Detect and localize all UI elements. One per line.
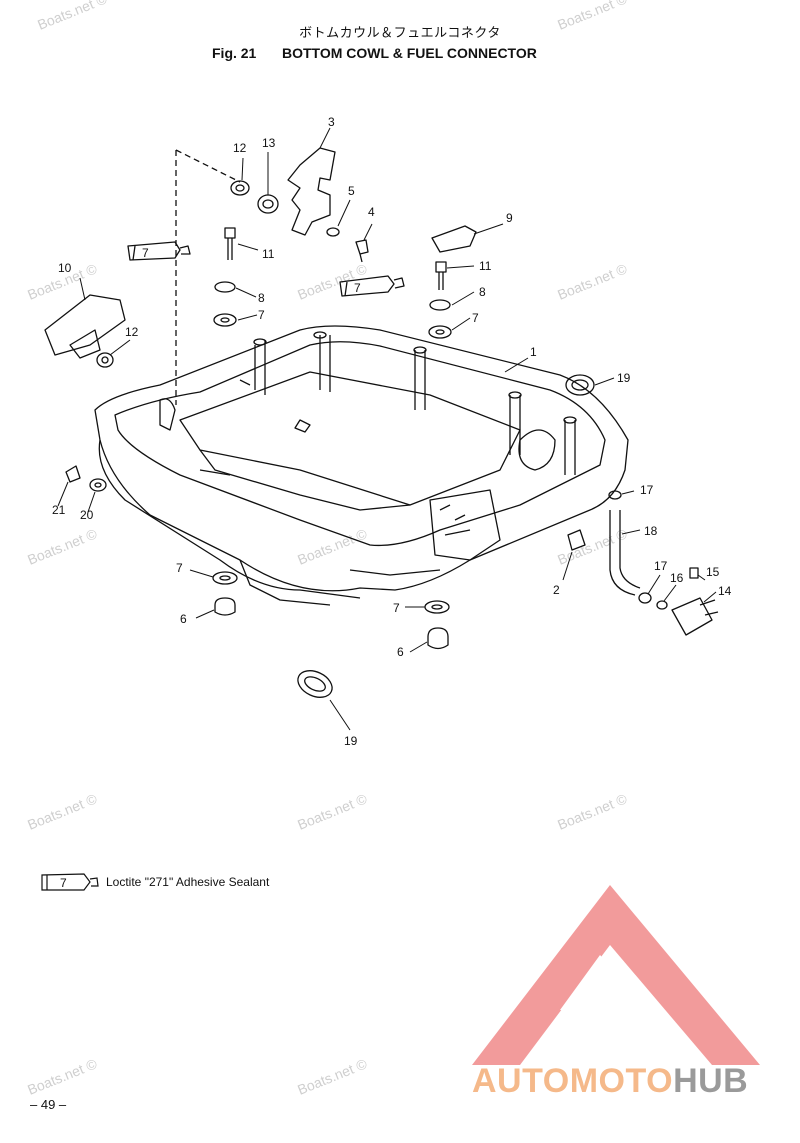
callout-label: 11 [262,247,275,261]
figure-number: Fig. 21 [212,45,257,61]
callout-label: 20 [80,508,94,522]
washer-part [212,571,238,585]
screw-part [689,567,699,579]
callout-labels: 3 12 13 5 4 9 11 7 10 8 11 8 7 12 1 19 1… [52,115,732,748]
callout-label: 21 [52,503,66,517]
fuel-connector-mount-part [567,529,586,551]
callout-label: 18 [644,524,658,538]
callout-label: 12 [125,325,139,339]
grommet-part [565,374,595,396]
watermarks: Boats.net © Boats.net © Boats.net © Boat… [25,0,630,1098]
bolt-part [224,227,236,260]
bolt-part [355,239,369,263]
tube-label: 7 [354,281,361,295]
callout-label: 7 [176,561,183,575]
watermark-text: Boats.net © [555,0,630,33]
bottom-cowl-part [94,325,629,606]
callout-label: 8 [258,291,265,305]
leader-lines [57,127,717,731]
callout-label: 1 [530,345,537,359]
callout-label: 2 [553,583,560,597]
tube-label: 7 [142,246,149,260]
grommet-part [230,180,250,196]
grommet-part [96,352,114,368]
callout-label: 12 [233,141,247,155]
callout-label: 4 [368,205,375,219]
callout-label: 17 [640,483,654,497]
washer-part [429,299,451,311]
parts-drawing [44,127,719,731]
rubber-mount-part [214,597,236,616]
callout-label: 13 [262,136,276,150]
watermark-text: Boats.net © [25,790,100,833]
callout-label: 14 [718,584,732,598]
bolt-part [435,261,447,290]
guide-dashed-line [175,149,241,405]
watermark-text: Boats.net © [25,525,100,568]
callout-label: 19 [344,734,358,748]
fuel-hose-part [609,510,641,596]
watermark-text: Boats.net © [35,0,110,33]
brand-wordmark-part2: HUB [673,1062,749,1100]
callout-label: 16 [670,571,684,585]
figure-title: BOTTOM COWL & FUEL CONNECTOR [282,45,537,61]
callout-label: 3 [328,115,335,129]
callout-label: 11 [479,259,492,273]
watermark-text: Boats.net © [295,790,370,833]
callout-label: 7 [258,308,265,322]
handle-part [44,294,126,356]
legend-tube-label: 7 [60,876,67,890]
bracket-part [287,147,336,236]
watermark-text: Boats.net © [555,790,630,833]
plug-part [89,478,107,492]
grommet-part [297,670,333,698]
callout-label: 5 [348,184,355,198]
loctite-tube-icon [339,275,405,297]
legend-text: Loctite "271" Adhesive Sealant [106,875,270,889]
loctite-tube-icon [127,241,191,261]
brand-logo-icon [472,885,760,1065]
cover-pad-part [431,225,477,253]
callout-label: 7 [472,311,479,325]
fuel-connector-part [671,597,719,636]
page-number: – 49 – [30,1097,67,1112]
title-japanese: ボトムカウル＆フュエルコネクタ [299,26,501,41]
washer-part [326,227,340,237]
brand-wordmark: AUTOMOTOHUB [472,1062,748,1101]
callout-label: 17 [654,559,668,573]
callout-label: 15 [706,565,720,579]
callout-label: 19 [617,371,631,385]
callout-label: 9 [506,211,513,225]
washer-part [428,325,452,339]
callout-label: 7 [393,601,400,615]
rubber-mount-part [427,627,449,650]
washer-part [214,281,236,293]
callout-label: 6 [180,612,187,626]
watermark-text: Boats.net © [555,260,630,303]
brand-wordmark-part1: AUTOMOTO [472,1062,674,1100]
callout-label: 8 [479,285,486,299]
o-ring-part [656,600,668,610]
washer-part [424,600,450,614]
legend-tube-icon: 7 [41,873,99,891]
watermark-text: Boats.net © [555,525,630,568]
seal-ring-part [257,194,279,214]
watermark-text: Boats.net © [25,1055,100,1098]
callout-label: 6 [397,645,404,659]
washer-part [213,313,237,327]
callout-label: 10 [58,261,72,275]
clip-part [65,465,81,483]
clamp-part [638,592,652,604]
watermark-text: Boats.net © [295,1055,370,1098]
